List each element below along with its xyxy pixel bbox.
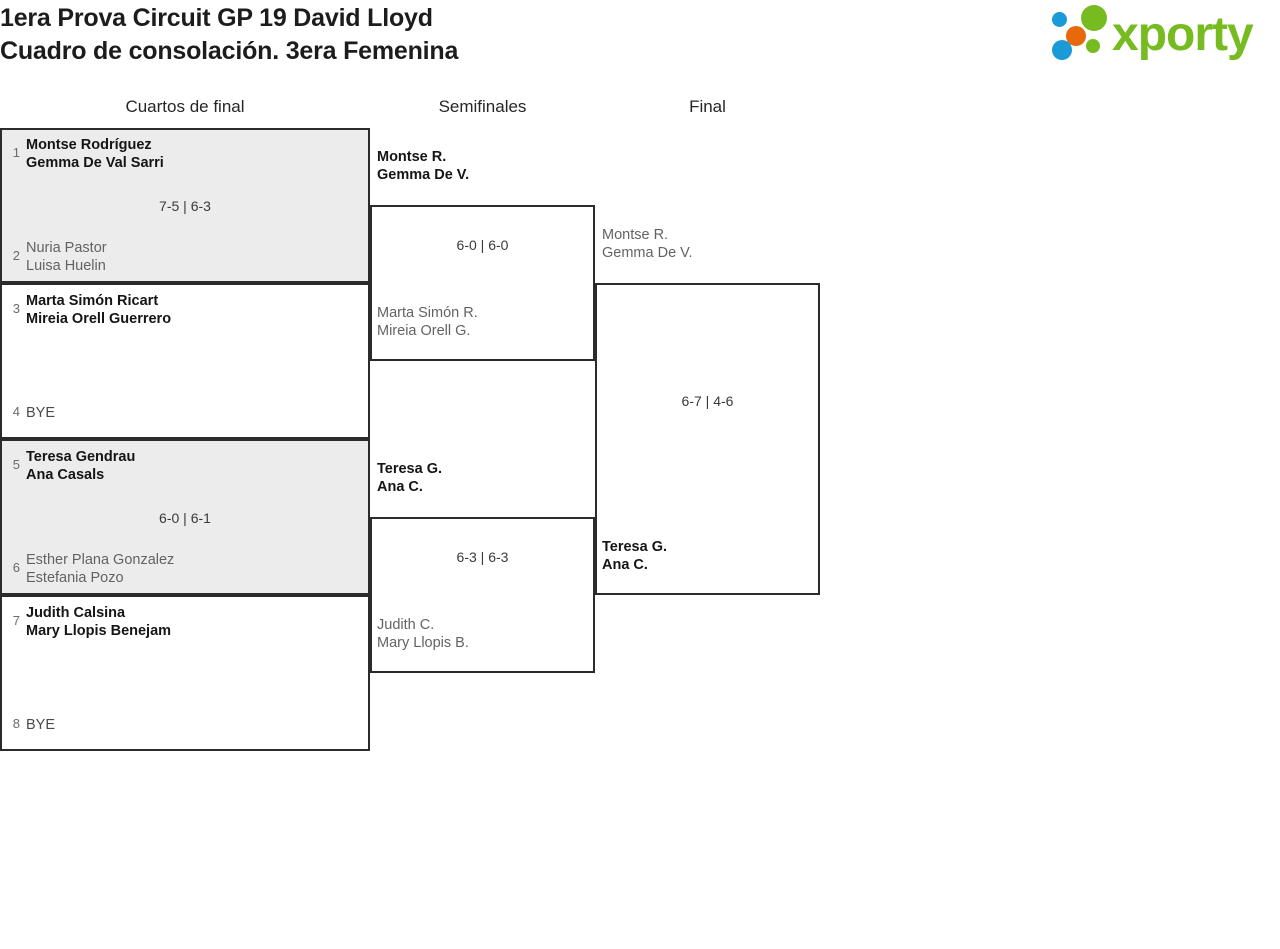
seed-number: 8: [12, 716, 20, 731]
page-header: 1era Prova Circuit GP 19 David Lloyd Cua…: [0, 0, 1280, 86]
match-box-qf-4[interactable]: [0, 595, 370, 751]
dot-blue-top-icon: [1052, 12, 1067, 27]
team-name-winner[interactable]: Judith Calsina Mary Llopis Benejam: [26, 605, 172, 639]
team-name-winner[interactable]: Teresa G. Ana C.: [377, 461, 443, 495]
match-box-sf-2[interactable]: [370, 517, 595, 673]
team-name-loser[interactable]: Esther Plana Gonzalez Estefania Pozo: [26, 552, 175, 586]
dot-green-large-icon: [1081, 5, 1107, 31]
team-name-winner[interactable]: Marta Simón Ricart Mireia Orell Guerrero: [26, 293, 172, 327]
column-header-final: Final: [689, 97, 726, 116]
match-score: 6-3 | 6-3: [456, 549, 509, 565]
xporty-logo: xporty: [1050, 4, 1280, 68]
logo-wordmark: xporty: [1112, 8, 1254, 61]
team-name-winner[interactable]: Teresa G. Ana C.: [602, 539, 668, 573]
match-score: 6-0 | 6-0: [456, 237, 509, 253]
team-name-loser[interactable]: Nuria Pastor Luisa Huelin: [26, 240, 107, 274]
seed-number: 2: [12, 248, 20, 263]
team-name-winner[interactable]: Teresa Gendrau Ana Casals: [26, 449, 136, 483]
team-name-winner[interactable]: Montse R. Gemma De V.: [377, 149, 470, 183]
match-score: 6-0 | 6-1: [159, 510, 211, 526]
match-box-qf-3[interactable]: [0, 439, 370, 595]
column-header-quarterfinals: Cuartos de final: [125, 97, 245, 116]
seed-number: 4: [12, 404, 20, 419]
team-name-loser[interactable]: Marta Simón R. Mireia Orell G.: [377, 305, 478, 339]
team-name-loser[interactable]: Judith C. Mary Llopis B.: [377, 617, 469, 651]
page-title: 1era Prova Circuit GP 19 David Lloyd Cua…: [0, 4, 459, 65]
column-header-semifinals: Semifinales: [438, 97, 527, 116]
seed-number: 6: [12, 560, 20, 575]
seed-number: 5: [12, 457, 20, 472]
seed-number: 3: [12, 301, 20, 316]
seed-number: 1: [12, 145, 20, 160]
dot-green-small-icon: [1086, 39, 1100, 53]
dot-orange-icon: [1066, 26, 1086, 46]
tournament-bracket: 1 Montse Rodríguez Gemma De Val Sarri 7-…: [0, 128, 1280, 768]
dot-blue-bottom-icon: [1052, 40, 1072, 60]
match-box-final[interactable]: [595, 283, 820, 595]
team-name-bye: BYE: [26, 405, 56, 421]
match-score: 6-7 | 4-6: [681, 393, 734, 409]
match-box-qf-2[interactable]: [0, 283, 370, 439]
team-name-loser[interactable]: Montse R. Gemma De V.: [602, 227, 693, 261]
match-score: 7-5 | 6-3: [159, 198, 211, 214]
match-box-sf-1[interactable]: [370, 205, 595, 361]
match-box-qf-1[interactable]: [0, 128, 370, 283]
team-name-bye: BYE: [26, 717, 56, 733]
team-name-winner[interactable]: Montse Rodríguez Gemma De Val Sarri: [26, 137, 164, 171]
seed-number: 7: [12, 613, 20, 628]
